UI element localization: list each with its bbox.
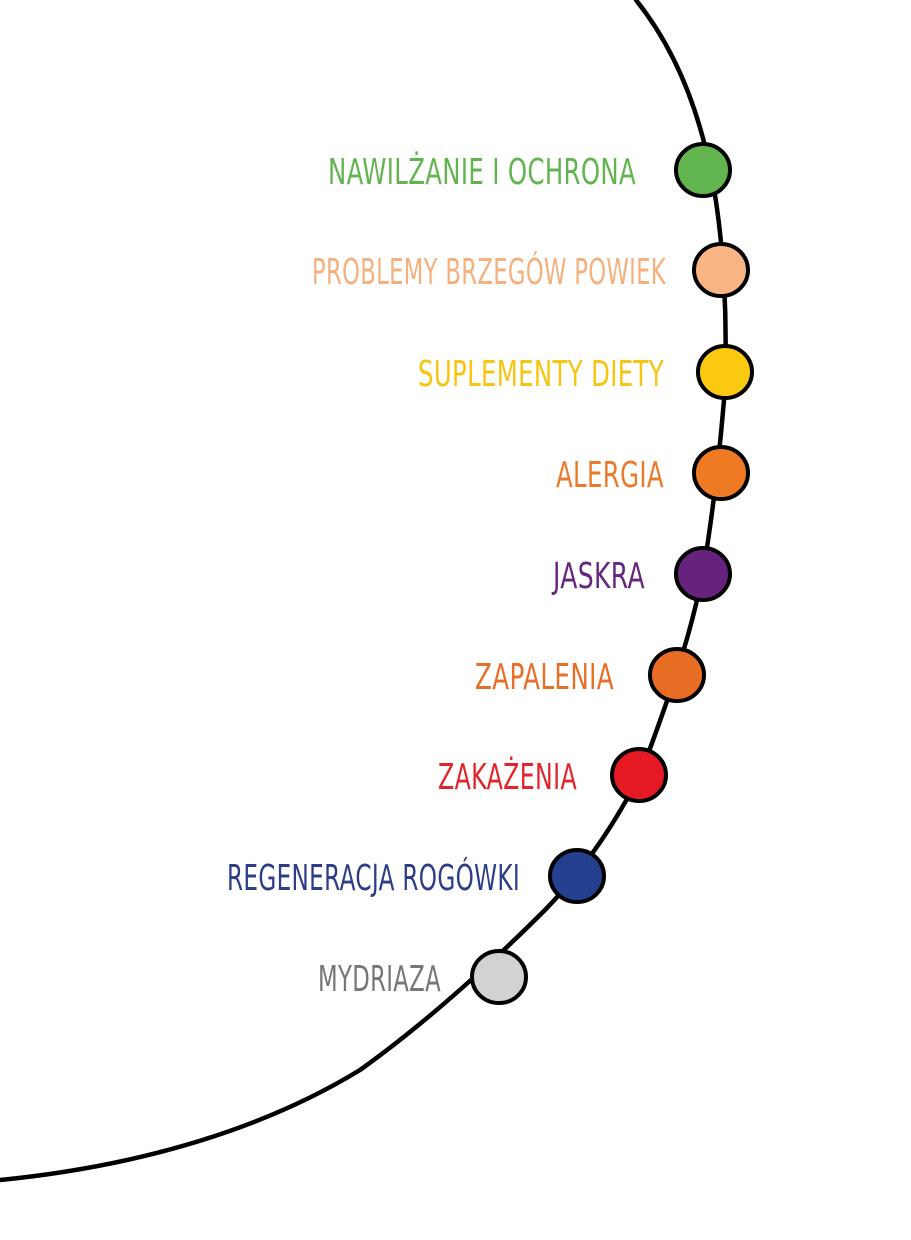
category-dot [674,546,732,602]
category-dot [696,344,754,400]
category-item: REGENERACJA ROGÓWKI [227,848,606,904]
category-item: NAWILŻANIE I OCHRONA [328,142,732,198]
category-item: JASKRA [552,546,732,602]
category-item: ZAKAŻENIA [438,747,668,803]
category-label: NAWILŻANIE I OCHRONA [328,151,636,193]
category-dot [648,647,706,703]
category-dot [692,242,750,298]
category-dot [692,445,750,501]
category-dot [610,747,668,803]
category-item: ZAPALENIA [475,647,706,703]
category-label: ZAKAŻENIA [438,756,577,798]
category-label: SUPLEMENTY DIETY [418,354,664,395]
category-item: MYDRIAZA [318,949,528,1005]
category-label: MYDRIAZA [318,959,441,1000]
curved-line [0,0,728,1183]
category-item: PROBLEMY BRZEGÓW POWIEK [312,242,750,298]
category-dot [548,848,606,904]
category-label: ZAPALENIA [475,657,614,698]
category-dot [470,949,528,1005]
category-item: SUPLEMENTY DIETY [418,344,754,400]
category-item: ALERGIA [556,445,750,501]
category-label: REGENERACJA ROGÓWKI [227,857,520,899]
category-label: JASKRA [552,556,645,597]
category-label: ALERGIA [556,455,664,496]
category-dot [674,142,732,198]
category-label: PROBLEMY BRZEGÓW POWIEK [312,251,667,293]
